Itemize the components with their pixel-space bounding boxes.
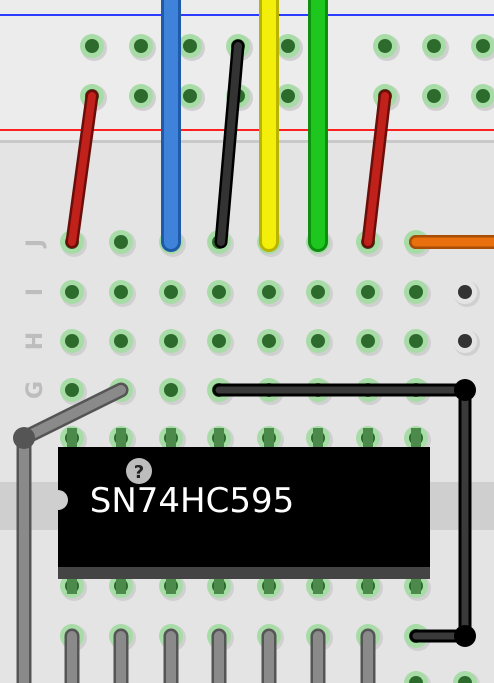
breadboard-hole[interactable] (453, 671, 480, 683)
breadboard-hole[interactable] (159, 329, 186, 356)
black-wire-bend-bottom[interactable] (454, 625, 476, 647)
breadboard-hole[interactable] (306, 280, 333, 307)
chip-pin (313, 572, 323, 594)
chip-pin (411, 428, 421, 450)
rail-divider (0, 140, 494, 143)
black-wire-loop[interactable] (215, 386, 469, 640)
chip-pin (313, 428, 323, 450)
red-wire-1[interactable] (68, 92, 96, 246)
breadboard-hole[interactable] (422, 84, 449, 111)
chip-label: SN74HC595 (90, 481, 294, 521)
chip-pin (264, 572, 274, 594)
chip-pin (166, 572, 176, 594)
power-rail-area (0, 0, 494, 143)
row-label-h: H (23, 332, 48, 350)
breadboard-hole[interactable] (356, 280, 383, 307)
breadboard-hole[interactable] (109, 230, 136, 257)
breadboard-hole[interactable] (109, 280, 136, 307)
chip-pins (67, 428, 421, 594)
breadboard-hole[interactable] (471, 84, 494, 111)
breadboard-hole[interactable] (159, 378, 186, 405)
breadboard-hole[interactable] (129, 34, 156, 61)
black-wire-top[interactable] (217, 42, 242, 246)
breadboard-hole[interactable] (453, 280, 480, 307)
black-wire-bend-top[interactable] (454, 379, 476, 401)
breadboard-hole[interactable] (422, 34, 449, 61)
red-wire-2[interactable] (364, 92, 389, 246)
breadboard-hole[interactable] (178, 84, 205, 111)
breadboard-hole[interactable] (60, 280, 87, 307)
breadboard-hole[interactable] (60, 329, 87, 356)
breadboard-hole[interactable] (178, 34, 205, 61)
help-badge-icon[interactable] (126, 458, 152, 484)
breadboard-hole[interactable] (373, 34, 400, 61)
chip-notch (48, 490, 68, 510)
breadboard-hole[interactable] (80, 34, 107, 61)
chip-pin (116, 572, 126, 594)
chip-pin (264, 428, 274, 450)
breadboard-hole[interactable] (129, 84, 156, 111)
chip-body[interactable] (58, 447, 430, 567)
breadboard-hole[interactable] (207, 280, 234, 307)
chip-base (58, 567, 430, 579)
breadboard-hole[interactable] (356, 329, 383, 356)
breadboard-hole[interactable] (257, 280, 284, 307)
row-label-j: J (23, 239, 48, 249)
chip-pin (363, 572, 373, 594)
chip-pin (411, 572, 421, 594)
breadboard-hole[interactable] (60, 378, 87, 405)
breadboard-hole[interactable] (453, 329, 480, 356)
breadboard-hole[interactable] (159, 280, 186, 307)
row-labels: J I H G (23, 239, 48, 399)
breadboard-hole[interactable] (404, 671, 431, 683)
breadboard-hole[interactable] (404, 280, 431, 307)
breadboard-hole[interactable] (109, 329, 136, 356)
chip-pin (214, 428, 224, 450)
bottom-gray-wires[interactable] (64, 628, 376, 683)
help-badge-text: ? (134, 462, 144, 483)
gray-wire-bend[interactable] (13, 427, 35, 449)
ic-chip[interactable]: ? SN74HC595 (48, 428, 430, 594)
chip-pin (67, 572, 77, 594)
chip-pin (363, 428, 373, 450)
breadboard-hole[interactable] (207, 329, 234, 356)
chip-pin (166, 428, 176, 450)
breadboard-hole[interactable] (306, 329, 333, 356)
row-label-g: G (23, 381, 48, 399)
breadboard-hole[interactable] (257, 329, 284, 356)
breadboard-hole[interactable] (404, 329, 431, 356)
breadboard-hole[interactable] (471, 34, 494, 61)
breadboard-hole[interactable] (276, 84, 303, 111)
wires[interactable] (13, 0, 494, 683)
chip-pin (67, 428, 77, 450)
chip-pin (214, 572, 224, 594)
chip-pin (116, 428, 126, 450)
row-label-i: I (23, 288, 48, 296)
breadboard-hole[interactable] (276, 34, 303, 61)
